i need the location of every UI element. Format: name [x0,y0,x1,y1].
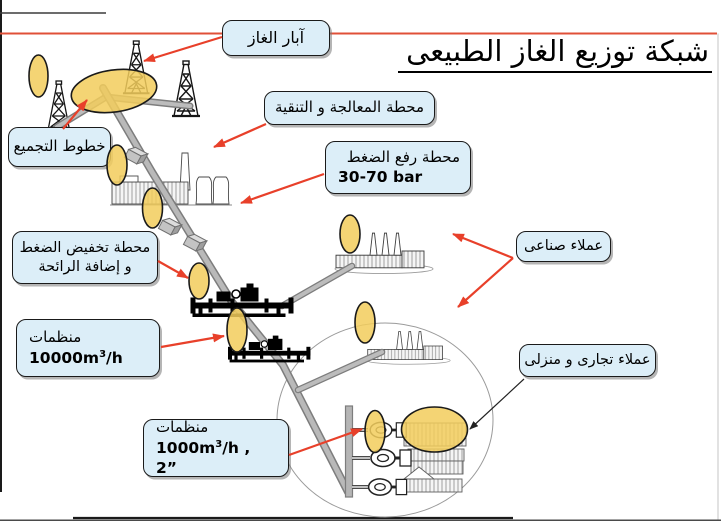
callout-boost-label: محطة رفع الضغط [346,147,460,166]
service-lines [352,428,370,489]
callout-treatment-label: محطة المعالجة و التنقية [274,98,425,117]
callout-treatment-station: محطة المعالجة و التنقية [264,91,435,125]
callout-gas-wells: آبار الغاز [222,20,330,56]
callout-regulators-1000: منظمات 1000m3/h , 2” [143,418,289,477]
distribution-riser-pipe [344,405,354,498]
house-row-3 [402,466,463,493]
callout-commercial-customers: عملاء تجارى و منزلى [519,344,656,377]
house-row-1 [403,422,467,447]
regulator-skid-2 [227,335,311,363]
callout-gathering-label: خطوط التجميع [13,137,106,156]
gas-meter-3 [367,477,409,497]
callout-reduction-line2: و إضافة الرائحة [38,258,132,275]
callout-regulators-1000-value: 1000m3/h , 2” [156,438,251,477]
callout-gathering-lines: خطوط التجميع [8,127,111,167]
callout-regulators-10000-label: منظمات [29,328,82,347]
callout-reduction-line1: محطة تخفيض الضغط [19,239,151,256]
branch-pipeline-industrial-2 [294,348,386,394]
callout-regulators-10000: منظمات 10000m3/h [16,319,160,377]
factory-sketch-2 [366,331,451,365]
callout-boost-station: محطة رفع الضغط 30-70 bar [325,141,471,194]
callout-gas-wells-label: آبار الغاز [247,27,305,47]
derrick-1 [121,39,151,95]
branch-pipeline-industrial-1 [278,262,356,310]
callout-regulators-10000-value: 10000m3/h [29,348,123,367]
callout-boost-value: 30-70 bar [338,168,423,187]
gas-meter-2 [369,448,413,468]
callout-regulators-1000-label: منظمات [156,418,209,437]
callout-commercial-label: عملاء تجارى و منزلى [524,352,651,369]
page-title: شبكة توزيع الغاز الطبيعى [398,34,712,73]
callout-reduction-station: محطة تخفيض الضغط و إضافة الرائحة [12,231,158,284]
gas-meter-1 [368,421,408,439]
callout-industrial-label: عملاء صناعى [524,238,603,255]
callout-industrial-customers: عملاء صناعى [516,231,611,262]
